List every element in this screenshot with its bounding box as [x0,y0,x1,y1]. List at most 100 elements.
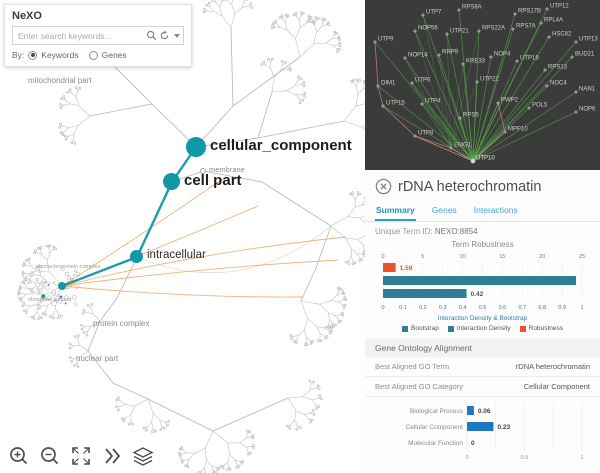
network-node-label[interactable]: RRP9 [442,50,459,56]
network-node-label[interactable]: UTP4 [425,99,441,105]
network-node[interactable] [445,32,449,36]
network-node[interactable] [496,101,500,105]
network-node[interactable] [437,53,441,57]
radio-keywords[interactable] [28,50,38,60]
network-node-label[interactable]: RPS22A [482,26,505,32]
tree-label-intracellular[interactable]: intracellular [147,249,206,261]
network-node[interactable] [420,102,424,106]
network-node-label[interactable]: NOP56 [418,26,438,32]
network-node[interactable] [543,68,547,72]
network-node[interactable] [545,7,549,11]
network-node[interactable] [475,80,479,84]
network-node-label[interactable]: RPS5 [463,113,479,119]
tree-node-cell-part[interactable] [163,173,180,190]
network-node[interactable] [461,62,465,66]
tree-label-protein-complex[interactable]: protein complex [93,319,150,328]
network-node-label[interactable]: MPP10 [508,127,528,133]
network-node[interactable] [511,27,515,31]
network-node[interactable] [470,158,476,164]
tree-label-mitochondrial-part[interactable]: mitochondrial part [28,76,92,85]
chevron-down-icon[interactable] [174,33,180,38]
layers-button[interactable] [132,445,154,467]
network-node-label[interactable]: UTP7 [426,10,442,16]
network-node-label[interactable]: NOP6 [579,107,596,113]
network-node[interactable] [449,146,453,150]
network-node-label[interactable]: BUD21 [575,52,595,58]
network-node-label[interactable]: NOC4 [550,81,567,87]
zoom-in-button[interactable] [8,445,30,467]
tree-label-ribonucleoprotein-complex[interactable]: ribonucleoprotein complex [36,264,101,270]
network-node[interactable] [421,13,425,17]
network-node-label[interactable]: NAN1 [579,87,596,93]
network-node-label[interactable]: DIM1 [381,81,396,87]
network-node-label[interactable]: POL5 [532,103,548,109]
collapse-button[interactable] [101,445,123,467]
zoom-out-button[interactable] [39,445,61,467]
network-node[interactable] [457,8,461,12]
network-node[interactable] [503,130,507,134]
network-node-label[interactable]: RPS17B [518,9,541,15]
network-node[interactable] [413,29,417,33]
network-node-label[interactable]: UTP10 [476,156,495,162]
tree-node-intracellular[interactable] [130,250,143,263]
network-node-label[interactable]: EMG1 [454,143,472,149]
tree-label-ribosomal-subunit[interactable]: ribosomal subunit [28,297,72,303]
tree-label-membrane[interactable]: membrane [209,165,245,174]
network-node[interactable] [545,84,549,88]
network-node[interactable] [539,21,543,25]
network-node-label[interactable]: RPL4A [544,18,563,24]
network-node[interactable] [515,59,519,63]
network-node-label[interactable]: HSC82 [552,32,572,38]
tab-summary[interactable]: Summary [375,202,416,221]
network-node-label[interactable]: UTP13 [579,37,598,43]
network-node-label[interactable]: UTP22 [480,77,499,83]
network-node[interactable] [458,116,462,120]
search-input[interactable] [16,29,144,42]
network-node[interactable] [373,40,377,44]
refresh-icon[interactable] [159,30,170,41]
network-node[interactable] [376,84,380,88]
network-node-label[interactable]: UTP6 [415,78,431,84]
network-node-label[interactable]: UTP15 [386,101,405,107]
tree-label-cellular-component[interactable]: cellular_component [210,137,352,154]
tab-interactions[interactable]: Interactions [473,205,518,215]
network-node-label[interactable]: UTP21 [450,29,469,35]
network-node-label[interactable]: KRE33 [466,59,486,65]
search-icon[interactable] [146,30,157,41]
network-node-label[interactable]: NOP4 [494,52,511,58]
tree-node-cellular-component[interactable] [186,137,206,157]
network-node-label[interactable]: NOP14 [408,53,428,59]
network-accent-edge [414,135,452,149]
radio-genes[interactable] [88,50,98,60]
network-node-label[interactable]: RPS7A [516,24,536,30]
tree-label-nuclear-part[interactable]: nuclear part [76,354,119,363]
network-node[interactable] [513,12,517,16]
network-node-label[interactable]: RPS13 [548,65,568,71]
network-node[interactable] [574,110,578,114]
network-node-label[interactable]: UTP8 [418,131,434,137]
network-node-label[interactable]: UTP12 [550,4,569,10]
tree-node-cluster[interactable] [58,282,66,290]
network-node[interactable] [489,55,493,59]
fit-view-button[interactable] [70,445,92,467]
network-node-label[interactable]: UTP9 [378,37,394,43]
network-node[interactable] [527,106,531,110]
network-node[interactable] [381,104,385,108]
network-node-label[interactable]: RPS8A [462,5,482,11]
bar-robustness [383,263,396,272]
tree-node-membrane[interactable] [200,168,206,174]
network-node[interactable] [570,55,574,59]
tab-genes[interactable]: Genes [431,205,457,215]
tree-label-cell-part[interactable]: cell part [184,172,242,189]
network-node[interactable] [410,81,414,85]
network-node[interactable] [403,56,407,60]
network-node[interactable] [574,90,578,94]
network-node-label[interactable]: UTP18 [520,56,539,62]
network-node[interactable] [477,29,481,33]
network-node[interactable] [413,134,417,138]
network-node[interactable] [574,40,578,44]
network-node-label[interactable]: PWP2 [501,98,519,104]
close-icon[interactable] [375,178,392,195]
network-node[interactable] [547,35,551,39]
